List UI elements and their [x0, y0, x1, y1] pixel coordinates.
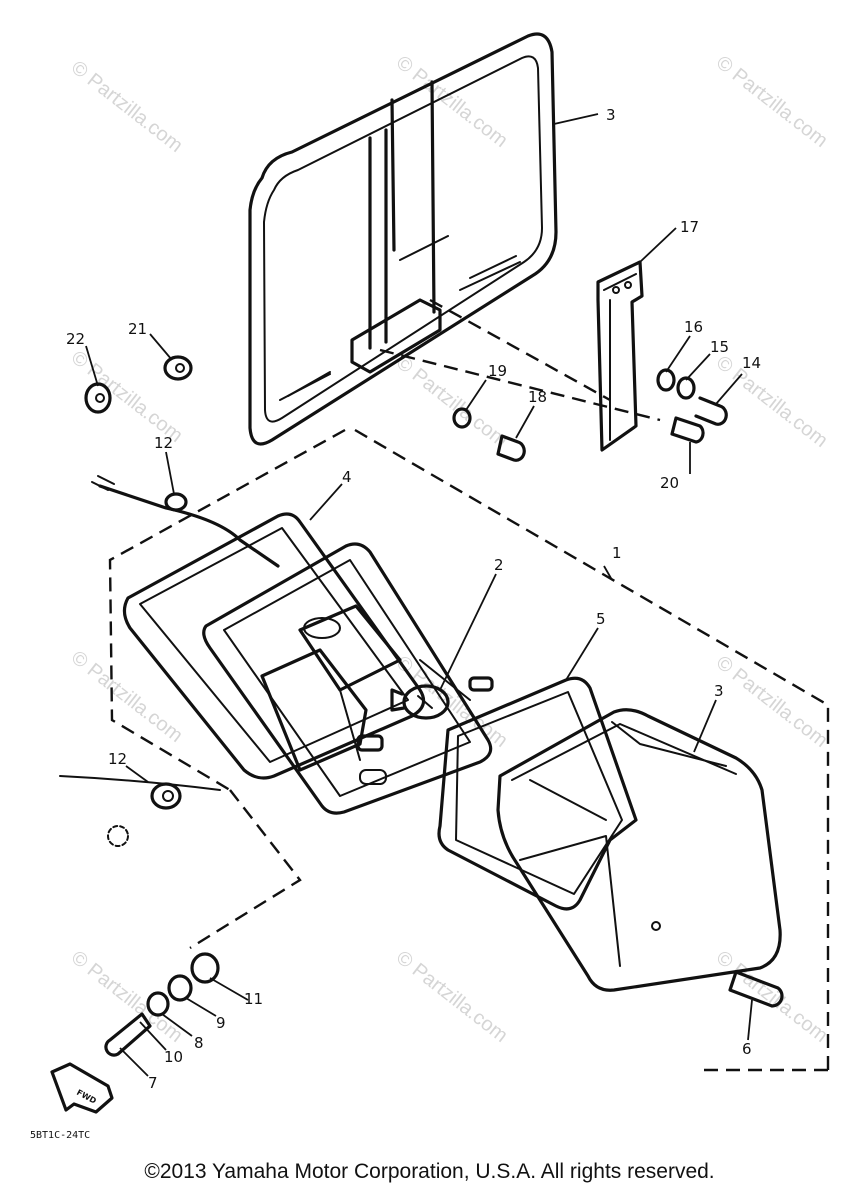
watermark: © Partzilla.com [712, 352, 832, 452]
diagram-code: 5BT1C-24TC [30, 1130, 90, 1141]
front-label: FWD [75, 1088, 98, 1106]
callout-11: 11 [244, 990, 263, 1008]
callout-6: 6 [742, 1040, 752, 1058]
watermark: © Partzilla.com [67, 647, 187, 747]
callout-12-bottom: 12 [108, 750, 127, 768]
hardware-upper [84, 355, 728, 462]
callout-3-lens: 3 [714, 682, 724, 700]
watermark: © Partzilla.com [67, 57, 187, 157]
callout-3-rack: 3 [606, 106, 616, 124]
watermark: © Partzilla.com [67, 947, 187, 1047]
plate-stay [596, 260, 644, 452]
wire-harness [91, 475, 280, 568]
callout-20: 20 [660, 474, 679, 492]
taillight-lens [496, 708, 782, 992]
leader-lines [85, 113, 753, 1077]
callout-16: 16 [684, 318, 703, 336]
watermark: © Partzilla.com [392, 947, 512, 1047]
fender-hardware [59, 775, 784, 1057]
callout-14: 14 [742, 354, 761, 372]
callout-4: 4 [342, 468, 352, 486]
lens-gasket [437, 676, 638, 911]
callout-19: 19 [488, 362, 507, 380]
callout-1: 1 [612, 544, 622, 562]
callout-22: 22 [66, 330, 85, 348]
callout-2: 2 [494, 556, 504, 574]
front-arrow-icon: FWD [50, 1062, 114, 1114]
copyright-notice: ©2013 Yamaha Motor Corporation, U.S.A. A… [144, 1160, 715, 1183]
callout-15: 15 [710, 338, 729, 356]
assembly-outline [108, 298, 830, 1078]
callout-12-top: 12 [154, 434, 173, 452]
license-plate-bracket [248, 32, 558, 446]
bulb [390, 684, 450, 720]
callout-17: 17 [680, 218, 699, 236]
watermark: © Partzilla.com [712, 52, 832, 152]
taillight-base [122, 512, 494, 815]
watermark: © Partzilla.com [712, 652, 832, 752]
watermarks: © Partzilla.com © Partzilla.com © Partzi… [67, 52, 832, 1047]
watermark: © Partzilla.com [392, 52, 512, 152]
callout-21: 21 [128, 320, 147, 338]
callout-9: 9 [216, 1014, 226, 1032]
callout-18: 18 [528, 388, 547, 406]
callout-5: 5 [596, 610, 606, 628]
callout-10: 10 [164, 1048, 183, 1066]
callouts: 3 17 16 15 14 20 18 19 21 22 12 4 1 2 5 … [66, 106, 761, 1092]
callout-7: 7 [148, 1074, 158, 1092]
callout-8: 8 [194, 1034, 204, 1052]
